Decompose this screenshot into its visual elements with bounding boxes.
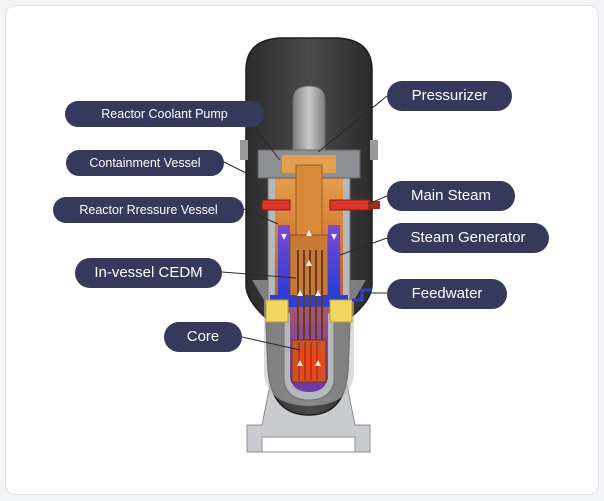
label-core: Core [164, 322, 242, 352]
label-in-vessel-cedm: In-vessel CEDM [75, 258, 222, 288]
feedwater-pipe [352, 288, 372, 302]
label-reactor-pressure-vessel: Reactor Rressure Vessel [53, 197, 244, 223]
label-main-steam: Main Steam [387, 181, 515, 211]
label-reactor-coolant-pump: Reactor Coolant Pump [65, 101, 264, 127]
in-vessel-cedm-rods [297, 250, 323, 345]
label-pressurizer: Pressurizer [387, 81, 512, 111]
containment-flanges [240, 140, 378, 160]
label-feedwater: Feedwater [387, 279, 507, 309]
label-containment-vessel: Containment Vessel [66, 150, 224, 176]
main-steam-pipes [261, 199, 380, 211]
lower-support-structure [265, 299, 353, 323]
label-steam-generator: Steam Generator [387, 223, 549, 253]
core-shape [291, 339, 327, 383]
flow-arrows [281, 230, 337, 366]
